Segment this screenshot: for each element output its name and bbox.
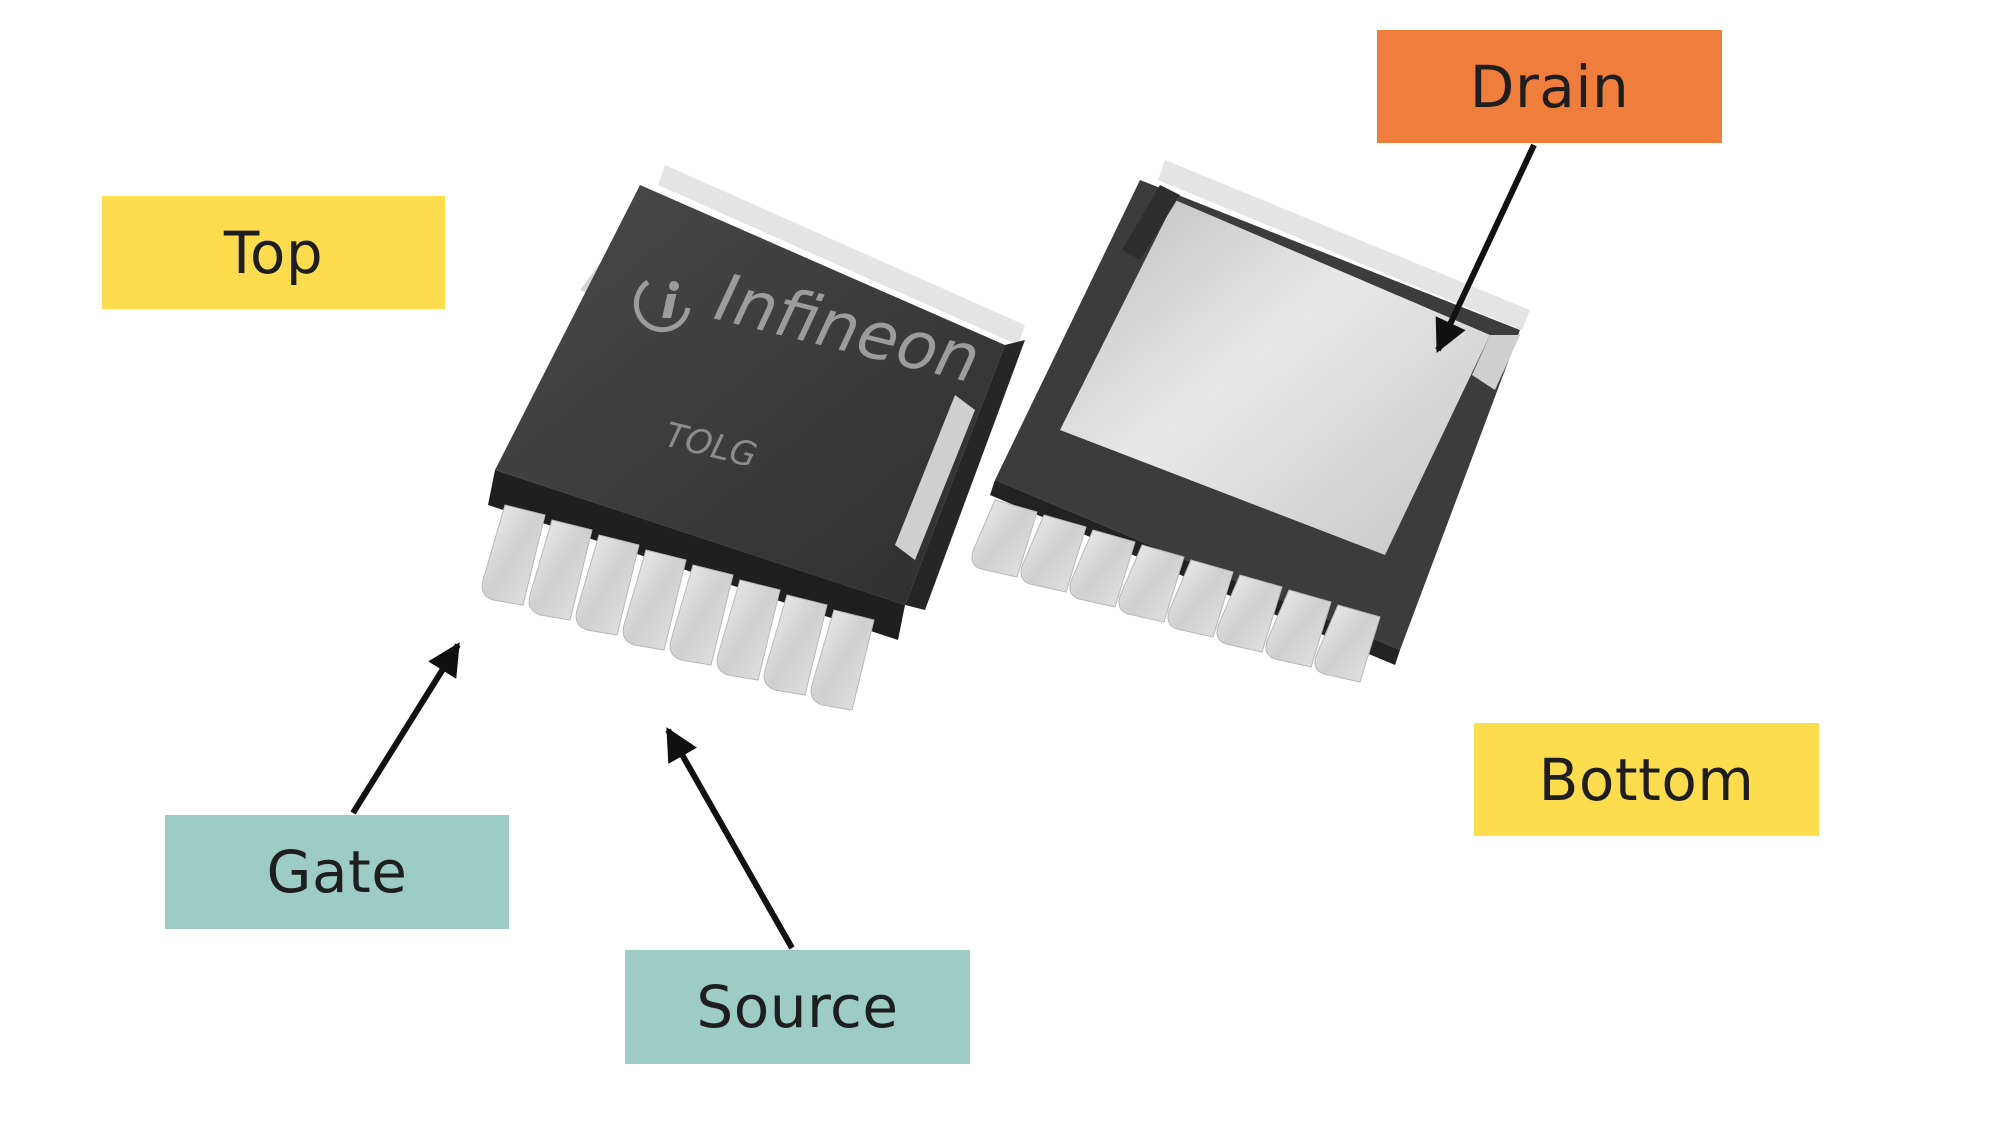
drain-arrow: [1435, 143, 1537, 353]
top-body-face: [495, 185, 1005, 605]
bottom-view-label: Bottom: [1474, 723, 1819, 836]
bottom-view-package: [971, 160, 1530, 683]
bottom-view-label-text: Bottom: [1538, 745, 1755, 814]
top-view-leads: [481, 504, 875, 711]
source-label-text: Source: [696, 973, 899, 1041]
drain-label: Drain: [1377, 30, 1722, 143]
gate-arrow: [350, 642, 461, 815]
gate-label: Gate: [165, 815, 509, 929]
top-view-label-text: Top: [223, 218, 324, 287]
source-arrow: [665, 727, 795, 950]
bottom-view-leads: [971, 499, 1381, 683]
gate-label-text: Gate: [266, 838, 408, 906]
drain-pad: [1060, 200, 1490, 555]
top-view-package: Infineon TOLG: [481, 165, 1025, 711]
drain-label-text: Drain: [1469, 52, 1630, 121]
top-view-label: Top: [102, 196, 445, 309]
infineon-logo-icon: [633, 279, 691, 333]
source-label: Source: [625, 950, 970, 1064]
